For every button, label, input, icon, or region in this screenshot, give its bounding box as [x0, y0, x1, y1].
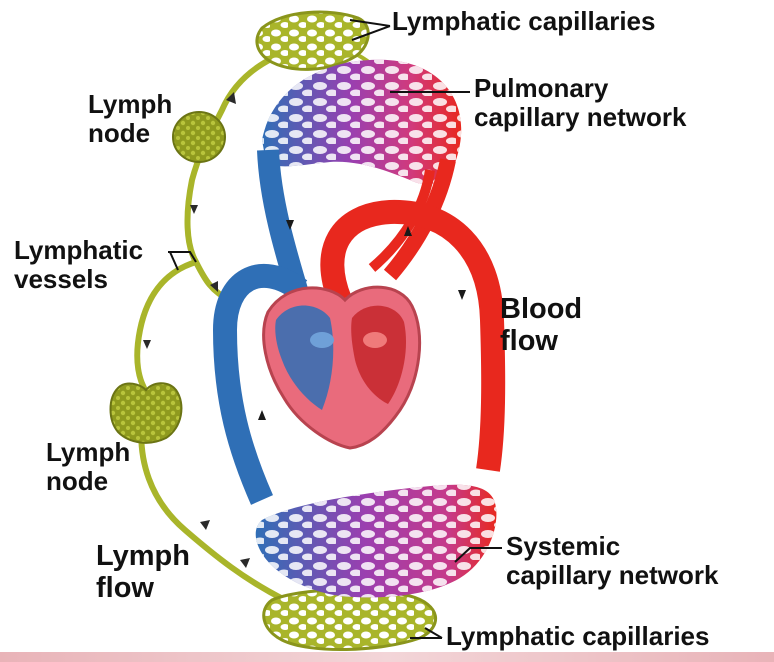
pulmonary-capillary-network: [262, 60, 461, 185]
label-lymphatic-vessels: Lymphatic vessels: [14, 236, 143, 294]
label-blood-flow: Blood flow: [500, 293, 582, 358]
heart: [264, 287, 420, 448]
systemic-capillary-network: [256, 485, 497, 598]
label-pulmonary-capillary-network: Pulmonary capillary network: [474, 74, 686, 132]
label-systemic-capillary-network: Systemic capillary network: [506, 532, 718, 590]
label-lymph-node-top: Lymph node: [88, 90, 172, 148]
bottom-border-strip: [0, 652, 774, 662]
label-lymph-node-bottom: Lymph node: [46, 438, 130, 496]
lymph-node-top: [173, 112, 225, 162]
label-lymphatic-capillaries-bottom: Lymphatic capillaries: [446, 622, 709, 651]
label-lymph-flow: Lymph flow: [96, 540, 190, 605]
lymph-node-bottom: [111, 383, 182, 443]
label-lymphatic-capillaries-top: Lymphatic capillaries: [392, 7, 655, 36]
lymphatic-capillaries-bottom: [264, 590, 436, 650]
